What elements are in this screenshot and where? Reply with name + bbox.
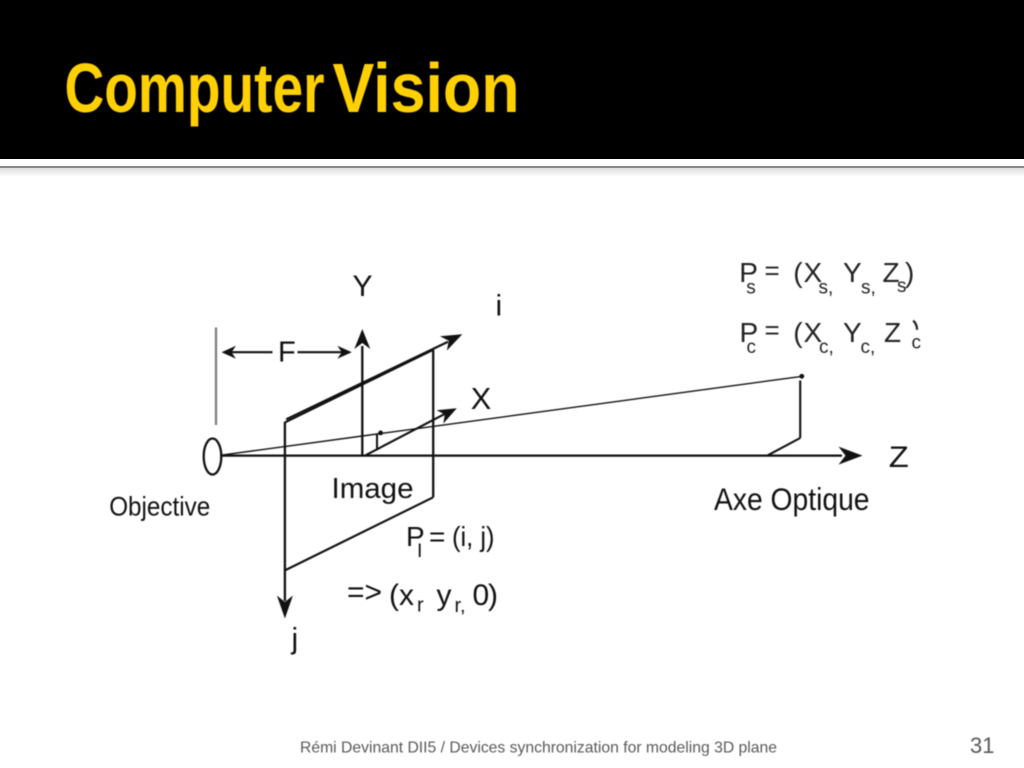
svg-text:): )	[488, 579, 498, 612]
svg-text:=>: =>	[347, 576, 382, 609]
svg-text:=: =	[429, 521, 445, 552]
svg-text:r,: r,	[455, 595, 466, 617]
svg-text:P: P	[740, 317, 759, 348]
svg-text:y: y	[437, 579, 452, 612]
svg-text:=: =	[765, 256, 780, 286]
svg-text:Y: Y	[353, 270, 373, 303]
svg-text:s,: s,	[861, 278, 876, 299]
svg-text:c,: c,	[861, 337, 876, 358]
svg-text:Vision: Vision	[333, 49, 520, 127]
svg-text:P: P	[739, 257, 758, 288]
svg-text:Z: Z	[884, 317, 901, 348]
svg-text:(x: (x	[389, 579, 414, 612]
svg-text:Y: Y	[843, 257, 862, 288]
svg-text:Z: Z	[883, 257, 900, 288]
svg-text:r: r	[417, 595, 424, 617]
svg-text:s,: s,	[819, 278, 834, 299]
svg-text:c: c	[747, 337, 757, 358]
svg-text:31: 31	[970, 733, 994, 758]
svg-text:(: (	[793, 257, 803, 288]
svg-text:X: X	[471, 381, 492, 416]
svg-text:I: I	[417, 540, 422, 562]
svg-text:Y: Y	[843, 317, 862, 348]
svg-text:): )	[905, 257, 914, 288]
svg-text:Rémi Devinant DII5 / Devices s: Rémi Devinant DII5 / Devices synchroniza…	[300, 740, 777, 757]
svg-text:0: 0	[473, 579, 490, 612]
svg-text:X: X	[804, 257, 823, 288]
svg-text:c,: c,	[819, 337, 834, 358]
svg-text:c: c	[912, 333, 922, 354]
svg-text:s: s	[897, 276, 907, 297]
svg-text:(: (	[793, 317, 803, 348]
svg-text:Computer: Computer	[65, 49, 325, 127]
svg-text:(i, j): (i, j)	[452, 521, 495, 552]
svg-text:Objective: Objective	[109, 492, 210, 522]
svg-text:j: j	[291, 623, 299, 656]
svg-text:Axe Optique: Axe Optique	[714, 481, 870, 517]
svg-text:F: F	[278, 337, 296, 369]
svg-text:s: s	[746, 278, 756, 299]
svg-text:P: P	[406, 521, 425, 552]
svg-text:=: =	[765, 315, 780, 345]
svg-text:Image: Image	[332, 473, 414, 505]
svg-text:Z: Z	[889, 441, 909, 474]
svg-text:X: X	[804, 317, 823, 348]
svg-text:i: i	[496, 290, 503, 323]
